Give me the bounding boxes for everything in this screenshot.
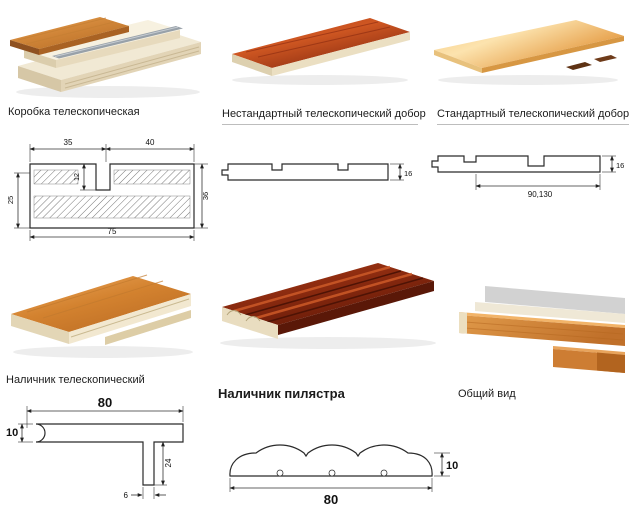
dim-label-80: 80 [98,395,112,410]
photo-dobor-nonstandard [222,8,412,93]
photo-nalichnik-tele [5,266,200,366]
dim-top: 35 40 [29,138,195,162]
board [434,20,624,73]
dim-label-90-130: 90,130 [528,190,553,199]
dim-label-24: 24 [164,458,173,467]
nalichnik-tele-svg: 80 10 24 6 [6,395,184,500]
drawing-dobor-standard: 16 90,130 [428,142,633,200]
screw-channels [276,469,388,477]
dim-thickness: 10 [434,452,458,477]
dim-label-35: 35 [64,138,73,147]
seal-strip [52,26,183,59]
dim-label-25: 25 [8,196,15,204]
shadow [438,75,618,85]
photo-korobka [8,4,203,101]
hatched-core [33,169,191,219]
assembly [459,286,625,373]
overview-render [459,286,625,373]
dim-label-10: 10 [6,427,18,439]
wood-cap [10,17,129,55]
dim-bottom: 75 [29,227,195,241]
wood-grain [245,21,391,58]
dim-width: 90,130 [475,174,601,199]
profile-outline [431,155,601,173]
mdf-upper-body [24,20,180,68]
dim-label-16: 16 [616,161,624,170]
dim-label-6: 6 [124,491,129,500]
drawing-pilaster: 80 10 [212,424,460,512]
label-dobor-nonstandard: Нестандартный телескопический добор [222,108,426,120]
profile-outline [35,423,184,486]
end-profile-curves [226,310,261,322]
flute-ridges [233,265,424,323]
korobka-render [10,17,201,98]
dim-leg: 24 [154,441,173,486]
dim-label-10: 10 [446,460,458,472]
pilaster-svg: 80 10 [229,444,458,507]
joint-blocks [566,55,617,70]
label-pilaster: Наличник пилястра [218,386,345,401]
board [232,18,410,76]
divider-middle [222,124,418,125]
wood-grain [464,321,624,341]
photo-overview [455,280,635,375]
dobor-nonstandard-render [232,18,410,85]
dim-thickness: 10 [6,423,33,443]
profile-outline [221,163,389,181]
shadow [232,75,408,85]
dobor-standard-svg: 16 90,130 [431,155,624,199]
dim-thickness: 16 [602,155,624,173]
shadow [220,337,436,349]
shadow [13,346,193,358]
label-dobor-standard: Стандартный телескопический добор [437,108,630,120]
photo-pilaster [210,255,445,360]
shadow [16,86,200,98]
pilaster-render [220,263,436,349]
label-nalichnik-tele: Наличник телескопический [6,374,145,386]
profile-outline [229,444,433,477]
pilaster-body [222,263,434,339]
dim-label-12: 12 [74,173,81,181]
wood-grain [26,274,164,319]
casing [11,274,191,345]
korobka-section-svg: 35 40 12 25 36 [6,138,210,241]
dim-label-16: 16 [404,169,412,178]
dobor-standard-render [434,20,624,85]
dim-leg-width: 6 [124,487,166,500]
dim-label-75: 75 [108,227,117,236]
drawing-dobor-nonstandard: 16 [220,146,415,198]
dim-slot: 12 [74,163,96,191]
divider-right [437,124,629,125]
dim-label-36: 36 [201,192,210,200]
photo-dobor-standard [428,10,628,95]
label-korobka: Коробка телескопическая [8,106,140,118]
dim-width: 80 [26,395,184,428]
dim-width: 80 [229,478,433,507]
dim-thickness: 16 [390,163,412,181]
label-overview: Общий вид [458,388,516,400]
dobor-nonstandard-svg: 16 [221,163,412,181]
wood-grain [17,17,115,45]
drawing-korobka-section: 35 40 12 25 36 [6,132,213,244]
dim-label-80: 80 [324,492,338,507]
nalichnik-tele-render [11,274,193,358]
dim-label-40: 40 [146,138,155,147]
dim-right: 36 [194,163,210,229]
drawing-nalichnik-tele: 80 10 24 6 [5,394,210,512]
dim-left: 25 [6,172,30,229]
